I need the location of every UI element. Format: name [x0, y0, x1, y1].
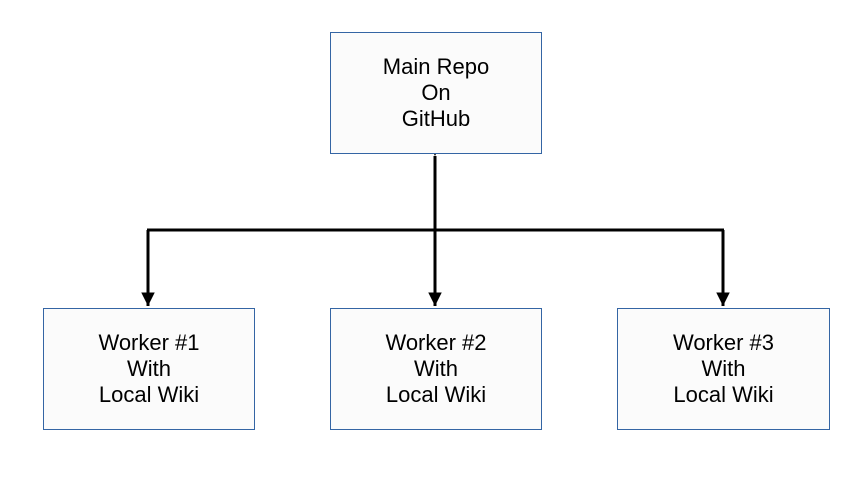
node-worker3-line-3: Local Wiki — [673, 382, 774, 407]
node-main-line-3: GitHub — [401, 106, 471, 131]
node-worker3-line-1: Worker #3 — [672, 330, 775, 355]
node-worker1-line-1: Worker #1 — [98, 330, 200, 355]
node-worker2-line-1: Worker #2 — [385, 330, 487, 355]
node-worker1-line-3: Local Wiki — [98, 382, 200, 407]
node-worker1-line-2: With — [127, 356, 171, 381]
node-main-line-1: Main Repo — [382, 54, 490, 79]
node-worker2-line-2: With — [414, 356, 458, 381]
node-worker-1: Worker #1 With Local Wiki — [43, 308, 255, 430]
node-worker-2: Worker #2 With Local Wiki — [330, 308, 542, 430]
node-worker3-line-2: With — [701, 356, 746, 381]
node-main-repo: Main Repo On GitHub — [330, 32, 542, 154]
node-main-line-2: On — [421, 80, 451, 105]
node-worker-3: Worker #3 With Local Wiki — [617, 308, 830, 430]
node-worker2-line-3: Local Wiki — [385, 382, 487, 407]
